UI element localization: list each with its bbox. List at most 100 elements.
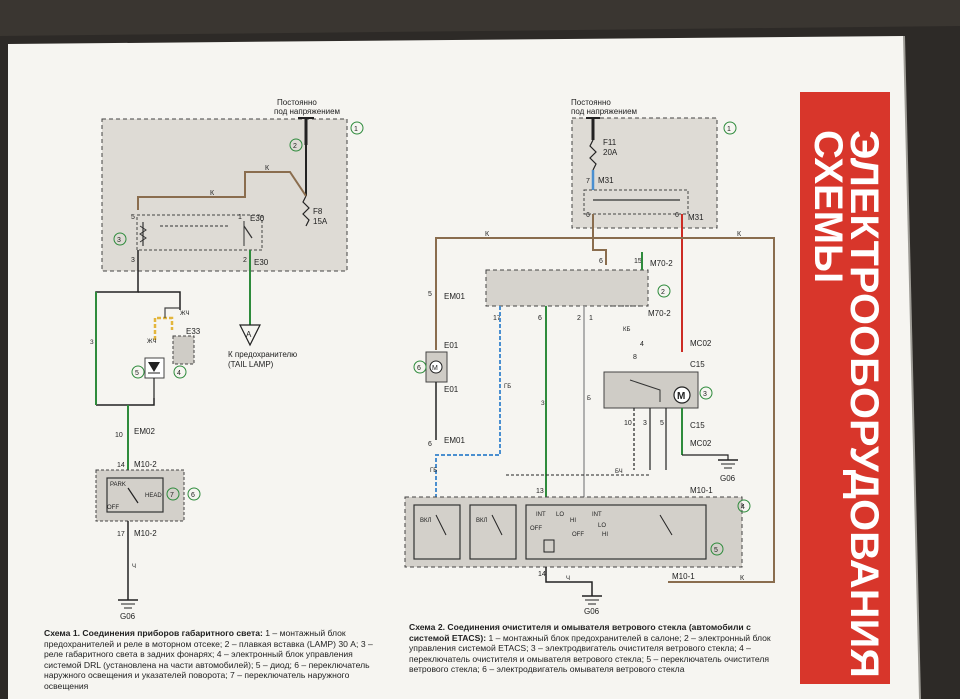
s2-callout-1: 1 xyxy=(727,126,731,133)
s2-pin15: 15 xyxy=(634,258,642,265)
s1-tail-lamp-arrow xyxy=(239,324,261,347)
s2-hi2: HI xyxy=(602,532,608,538)
s2-em01a: EM01 xyxy=(444,292,465,301)
s2-washer-switch-1 xyxy=(413,504,461,560)
s2-washer-switch-2 xyxy=(469,504,517,560)
s1-off-label: OFF xyxy=(107,505,119,511)
s1-wire-ch: Ч xyxy=(132,564,136,570)
s2-wire-gb1: ГБ xyxy=(504,384,511,390)
s2-pin13: 13 xyxy=(536,488,544,495)
section-title-line1: СХЕМЫ xyxy=(806,130,850,283)
caption-scheme1-title: Схема 1. Соединения приборов габаритного… xyxy=(44,628,263,638)
s2-pin1: 1 xyxy=(589,315,593,322)
s1-e30a: E30 xyxy=(250,214,265,223)
s2-pin17: 17 xyxy=(493,315,501,322)
s2-e01b: E01 xyxy=(444,385,459,394)
s2-em01b: EM01 xyxy=(444,436,465,445)
s1-relay xyxy=(136,214,263,251)
s1-pin2: 2 xyxy=(243,257,247,264)
s1-pin1: 1 xyxy=(238,214,242,221)
s1-pin17: 17 xyxy=(117,531,125,538)
s1-callout-5: 5 xyxy=(135,370,139,377)
s2-wire-ch2: Ч xyxy=(566,576,570,582)
s1-pin5: 5 xyxy=(131,214,135,221)
s2-supply-line2: под напряжением xyxy=(571,107,637,116)
s2-m10-1a: M10-1 xyxy=(690,486,713,495)
s2-wire-b: Б xyxy=(587,396,591,402)
s2-wiper-switch-assembly xyxy=(404,496,743,568)
s2-pin6-etacs: 6 xyxy=(538,315,542,322)
s1-e30b: E30 xyxy=(254,258,269,267)
s2-pin6b: 6 xyxy=(675,212,679,219)
s1-tail-lamp-line1: К предохранителю xyxy=(228,350,297,359)
s1-wire-zhch1: ЖЧ xyxy=(180,311,190,317)
svg-text:M: M xyxy=(677,391,685,402)
s2-off2: OFF xyxy=(572,532,584,538)
caption-scheme2: Схема 2. Соединения очистителя и омывате… xyxy=(409,622,775,675)
s2-pin10: 10 xyxy=(624,420,632,427)
s2-mc02a: MC02 xyxy=(690,339,712,348)
s2-m10-1b: M10-1 xyxy=(672,572,695,581)
s2-wiper-switch xyxy=(525,504,707,560)
s2-g06b: G06 xyxy=(584,607,600,616)
s1-g06: G06 xyxy=(120,612,136,621)
s1-em02: EM02 xyxy=(134,427,155,436)
s2-m70-2a: M70-2 xyxy=(650,259,673,268)
s2-hi1: HI xyxy=(570,518,576,524)
s1-fuse-rating: 15A xyxy=(313,217,328,226)
scheme1-diagram: Постоянно под напряжением F8 15A К К 5 1… xyxy=(90,98,364,621)
s1-wire-z: З xyxy=(90,340,94,346)
s2-mc02b: MC02 xyxy=(690,439,712,448)
s1-supply-line1: Постоянно xyxy=(277,98,317,107)
s2-g06a: G06 xyxy=(720,474,736,483)
s2-pin8: 8 xyxy=(633,354,637,361)
s2-pin6a: 6 xyxy=(586,212,590,219)
s2-pin2: 2 xyxy=(577,315,581,322)
s1-wire-k2: К xyxy=(210,190,215,197)
s1-park-label: PARK xyxy=(110,482,126,488)
s2-wire-k1: К xyxy=(485,231,490,238)
s1-callout-6: 6 xyxy=(191,492,195,499)
s1-pin10: 10 xyxy=(115,432,123,439)
s2-wire-bch: БЧ xyxy=(615,469,623,475)
s2-callout-6: 6 xyxy=(417,365,421,372)
s1-pin3a: 3 xyxy=(131,257,135,264)
svg-text:M: M xyxy=(432,365,438,372)
s2-lo1: LO xyxy=(556,512,564,518)
s2-pin4: 4 xyxy=(640,341,644,348)
s2-wire-z: З xyxy=(541,401,545,407)
s2-callout-2: 2 xyxy=(661,289,665,296)
s2-pin7: 7 xyxy=(586,178,590,185)
s1-m10-2a: M10-2 xyxy=(134,460,157,469)
s1-wire-zhch2: ЖЧ xyxy=(147,339,157,345)
s2-callout-5: 5 xyxy=(714,547,718,554)
s1-callout-4: 4 xyxy=(177,370,181,377)
caption-scheme1: Схема 1. Соединения приборов габаритного… xyxy=(44,628,389,692)
s2-pin5a: 5 xyxy=(428,291,432,298)
s2-c15a: C15 xyxy=(690,360,705,369)
s2-pin6c: 6 xyxy=(599,258,603,265)
s1-tail-lamp-line2: (TAIL LAMP) xyxy=(228,360,274,369)
s2-wire-k2: К xyxy=(737,231,742,238)
s2-pin6-em01: 6 xyxy=(428,441,432,448)
s2-wire-k3: К xyxy=(740,575,745,582)
s1-fuse-block xyxy=(101,118,348,272)
s2-supply-line1: Постоянно xyxy=(571,98,611,107)
s2-off1: OFF xyxy=(530,526,542,532)
s1-tail-lamp-marker: A xyxy=(246,330,252,339)
s1-callout-2: 2 xyxy=(293,143,297,150)
s2-e01a: E01 xyxy=(444,341,459,350)
s2-wire-kb: КБ xyxy=(623,327,630,333)
s2-washer-motor-symbol xyxy=(429,360,443,374)
s2-pin3: 3 xyxy=(643,420,647,427)
s2-int1: INT xyxy=(536,512,546,518)
caption-scheme2-title: Схема 2. Соединения очистителя и омывате… xyxy=(409,622,751,643)
s2-vkl2: ВКЛ xyxy=(476,518,487,524)
caption-scheme2-text: 1 – монтажный блок предохранителей в сал… xyxy=(409,632,771,675)
s2-pin5b: 5 xyxy=(660,420,664,427)
s2-int2: INT xyxy=(592,512,602,518)
s1-fuse-id: F8 xyxy=(313,207,323,216)
s2-vkl1: ВКЛ xyxy=(420,518,431,524)
s1-callout-1: 1 xyxy=(354,126,358,133)
